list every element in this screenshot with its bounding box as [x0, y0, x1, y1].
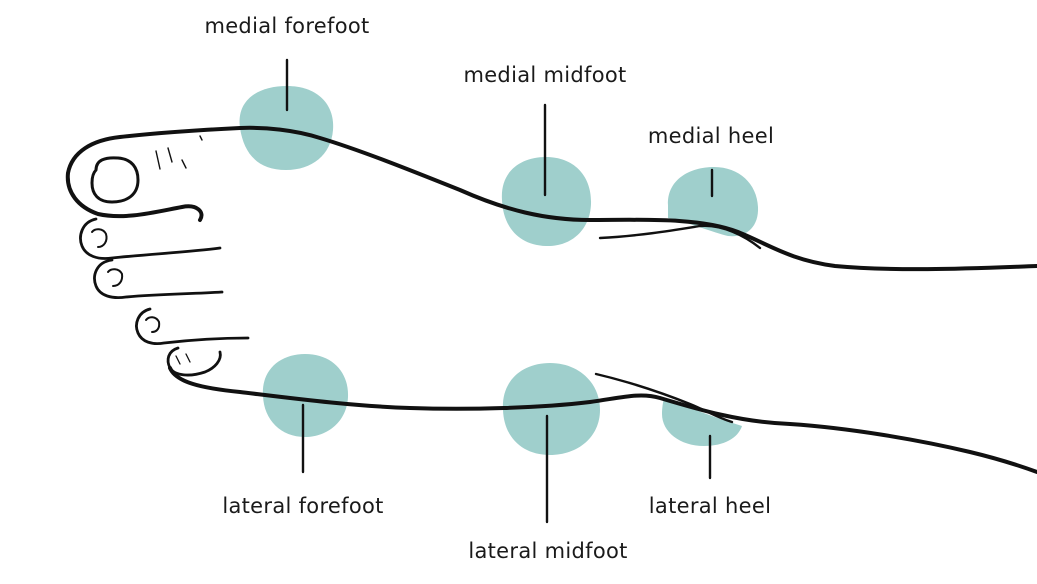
leader-lines	[285, 58, 714, 524]
label-lateral-midfoot: lateral midfoot	[468, 539, 628, 563]
foot-outline	[65, 125, 1037, 474]
label-medial-forefoot: medial forefoot	[204, 14, 370, 38]
zone-lateral-forefoot	[262, 354, 349, 437]
fourth-toe-nail	[145, 316, 161, 333]
third-toe-nail	[107, 268, 124, 287]
pressure-zones	[239, 86, 759, 455]
zone-lateral-midfoot	[502, 363, 600, 455]
lateral-heel-crease	[594, 372, 734, 424]
medial-heel-crease	[598, 224, 762, 250]
big-toe-nail	[90, 156, 140, 204]
label-medial-heel: medial heel	[647, 124, 775, 148]
zone-medial-midfoot	[501, 157, 592, 247]
third-toe	[93, 258, 224, 299]
zone-medial-forefoot	[239, 86, 334, 170]
zone-lateral-heel	[662, 398, 742, 446]
toe-hatch	[155, 135, 203, 170]
label-medial-midfoot: medial midfoot	[463, 63, 627, 87]
lateral-contour	[168, 366, 1037, 474]
label-lateral-forefoot: lateral forefoot	[222, 494, 384, 518]
label-lateral-heel: lateral heel	[648, 494, 772, 518]
fourth-toe	[135, 307, 250, 345]
medial-contour	[65, 125, 1037, 272]
zone-medial-heel	[667, 166, 759, 237]
second-toe-nail	[91, 228, 108, 248]
little-toe	[166, 346, 222, 377]
second-toe	[79, 217, 222, 260]
little-toe-hatch	[175, 353, 191, 365]
